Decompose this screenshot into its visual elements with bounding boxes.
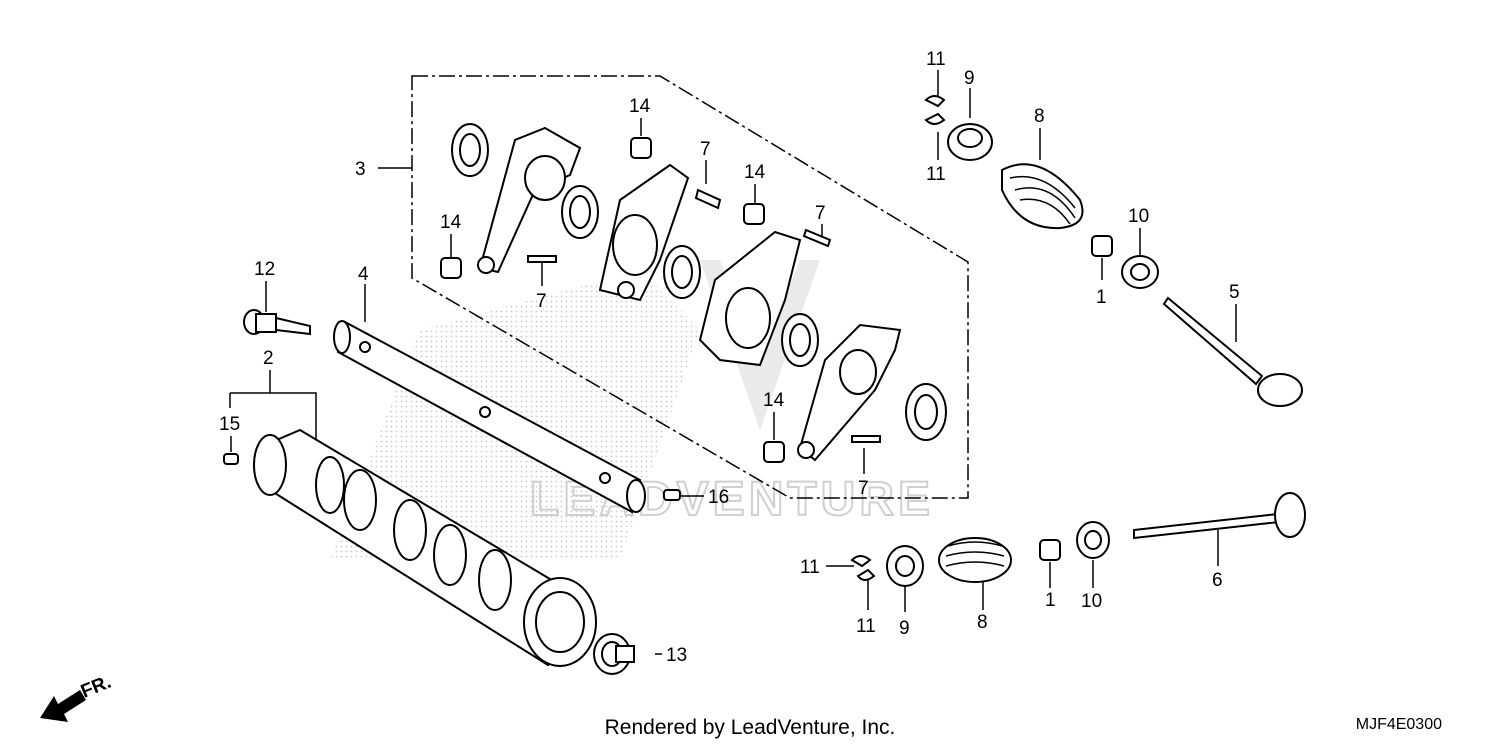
callout-11-d: 11: [856, 616, 876, 637]
callout-4: 4: [358, 264, 369, 285]
callout-7-d: 7: [858, 478, 869, 499]
callout-9-a: 9: [964, 68, 975, 89]
rocker-shaft: [333, 320, 646, 514]
dowel-pin-15: [223, 453, 239, 465]
callout-1-b: 1: [1045, 590, 1056, 611]
bolt-13: [593, 633, 635, 675]
callout-11-a: 11: [926, 49, 946, 70]
callout-14-c: 14: [744, 162, 766, 183]
callout-10-a: 10: [1128, 206, 1149, 227]
callout-labels: 3 4 12 2 15 16 13 14 14 14 14 7 7 7 7 11…: [219, 49, 1240, 666]
callout-3: 3: [355, 159, 366, 180]
callout-13: 13: [666, 645, 687, 666]
rocker-arm-1: [477, 126, 582, 274]
callout-7-c: 7: [815, 203, 826, 224]
callout-7-a: 7: [700, 139, 711, 160]
callout-7-b: 7: [536, 291, 547, 312]
rocker-arm-4: [797, 323, 902, 462]
pin-16: [663, 489, 681, 501]
callout-15: 15: [219, 414, 240, 435]
callout-2: 2: [263, 348, 274, 369]
callout-5: 5: [1229, 282, 1240, 303]
callout-1-a: 1: [1096, 287, 1107, 308]
callout-10-b: 10: [1081, 591, 1102, 612]
callout-8-b: 8: [977, 612, 988, 633]
callout-14-a: 14: [629, 96, 651, 117]
adjusting-screws-7: [527, 188, 881, 443]
upper-valve-train: [924, 95, 1303, 407]
thrust-washers: [451, 123, 947, 441]
assembly-boundary: [411, 75, 969, 499]
leader-lines: [229, 70, 1237, 655]
callout-6: 6: [1212, 570, 1223, 591]
callout-14-b: 14: [440, 212, 462, 233]
callout-8-a: 8: [1034, 106, 1045, 127]
lower-valve-train: [850, 492, 1306, 587]
callout-11-c: 11: [800, 557, 820, 578]
front-label: FR.: [78, 672, 114, 703]
camshaft: [253, 428, 597, 667]
bolt-12: [243, 309, 311, 336]
front-direction-arrow: FR.: [40, 672, 114, 722]
callout-11-b: 11: [926, 164, 946, 185]
callout-12: 12: [254, 259, 275, 280]
footer-credit: Rendered by LeadVenture, Inc.: [604, 716, 896, 739]
rocker-arm-2: [598, 163, 690, 302]
callout-9-b: 9: [899, 618, 910, 639]
rocker-arm-3: [698, 230, 802, 367]
diagram-code: MJF4E0300: [1355, 716, 1442, 733]
callout-14-d: 14: [763, 390, 785, 411]
callout-16: 16: [708, 487, 729, 508]
lock-nuts-14: [440, 137, 785, 463]
